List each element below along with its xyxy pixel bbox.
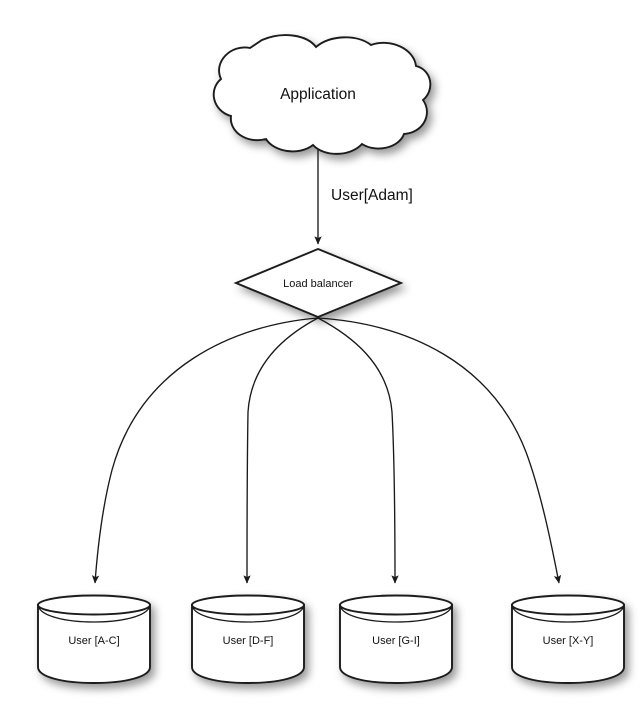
node-shard-x-y[interactable]: User [X-Y] xyxy=(511,594,625,684)
cylinder-inner-arc-x-y xyxy=(512,606,624,623)
node-application[interactable]: Application xyxy=(212,34,432,155)
edge-lb-to-shard-x-y xyxy=(317,317,562,584)
cylinder-top-g-i xyxy=(339,594,453,616)
cylinder-label-g-i: User [G-I] xyxy=(372,635,420,647)
cylinder-inner-arc-a-c xyxy=(38,606,150,623)
edge-lb-to-shard-d-f xyxy=(243,317,319,584)
edges-lb-to-shards xyxy=(91,317,562,584)
cylinder-top-a-c xyxy=(37,594,151,616)
cylinder-label-x-y: User [X-Y] xyxy=(543,635,594,647)
diamond-label: Load balancer xyxy=(283,278,353,290)
cylinder-top-x-y xyxy=(511,594,625,616)
cloud-shape xyxy=(212,34,432,155)
node-shard-g-i[interactable]: User [G-I] xyxy=(339,594,453,684)
cloud-label: Application xyxy=(280,86,356,103)
node-shard-d-f[interactable]: User [D-F] xyxy=(191,594,305,684)
edge-lb-to-shard-g-i xyxy=(317,317,399,584)
cylinder-inner-arc-d-f xyxy=(192,606,304,623)
diamond-shape xyxy=(233,247,404,319)
cylinder-label-a-c: User [A-C] xyxy=(68,635,119,647)
cylinder-body-x-y xyxy=(511,604,625,684)
node-load-balancer[interactable]: Load balancer xyxy=(233,247,404,319)
node-shard-a-c[interactable]: User [A-C] xyxy=(37,594,151,684)
cylinder-body-a-c xyxy=(37,604,151,684)
cylinder-body-d-f xyxy=(191,604,305,684)
cylinder-inner-arc-g-i xyxy=(340,606,452,623)
edge-lb-to-shard-a-c xyxy=(91,317,319,584)
edge-app-to-lb-label: User[Adam] xyxy=(331,187,413,204)
cylinder-top-d-f xyxy=(191,594,305,616)
edge-app-to-lb: User[Adam] xyxy=(314,150,413,245)
cylinder-label-d-f: User [D-F] xyxy=(223,635,274,647)
cylinder-body-g-i xyxy=(339,604,453,684)
